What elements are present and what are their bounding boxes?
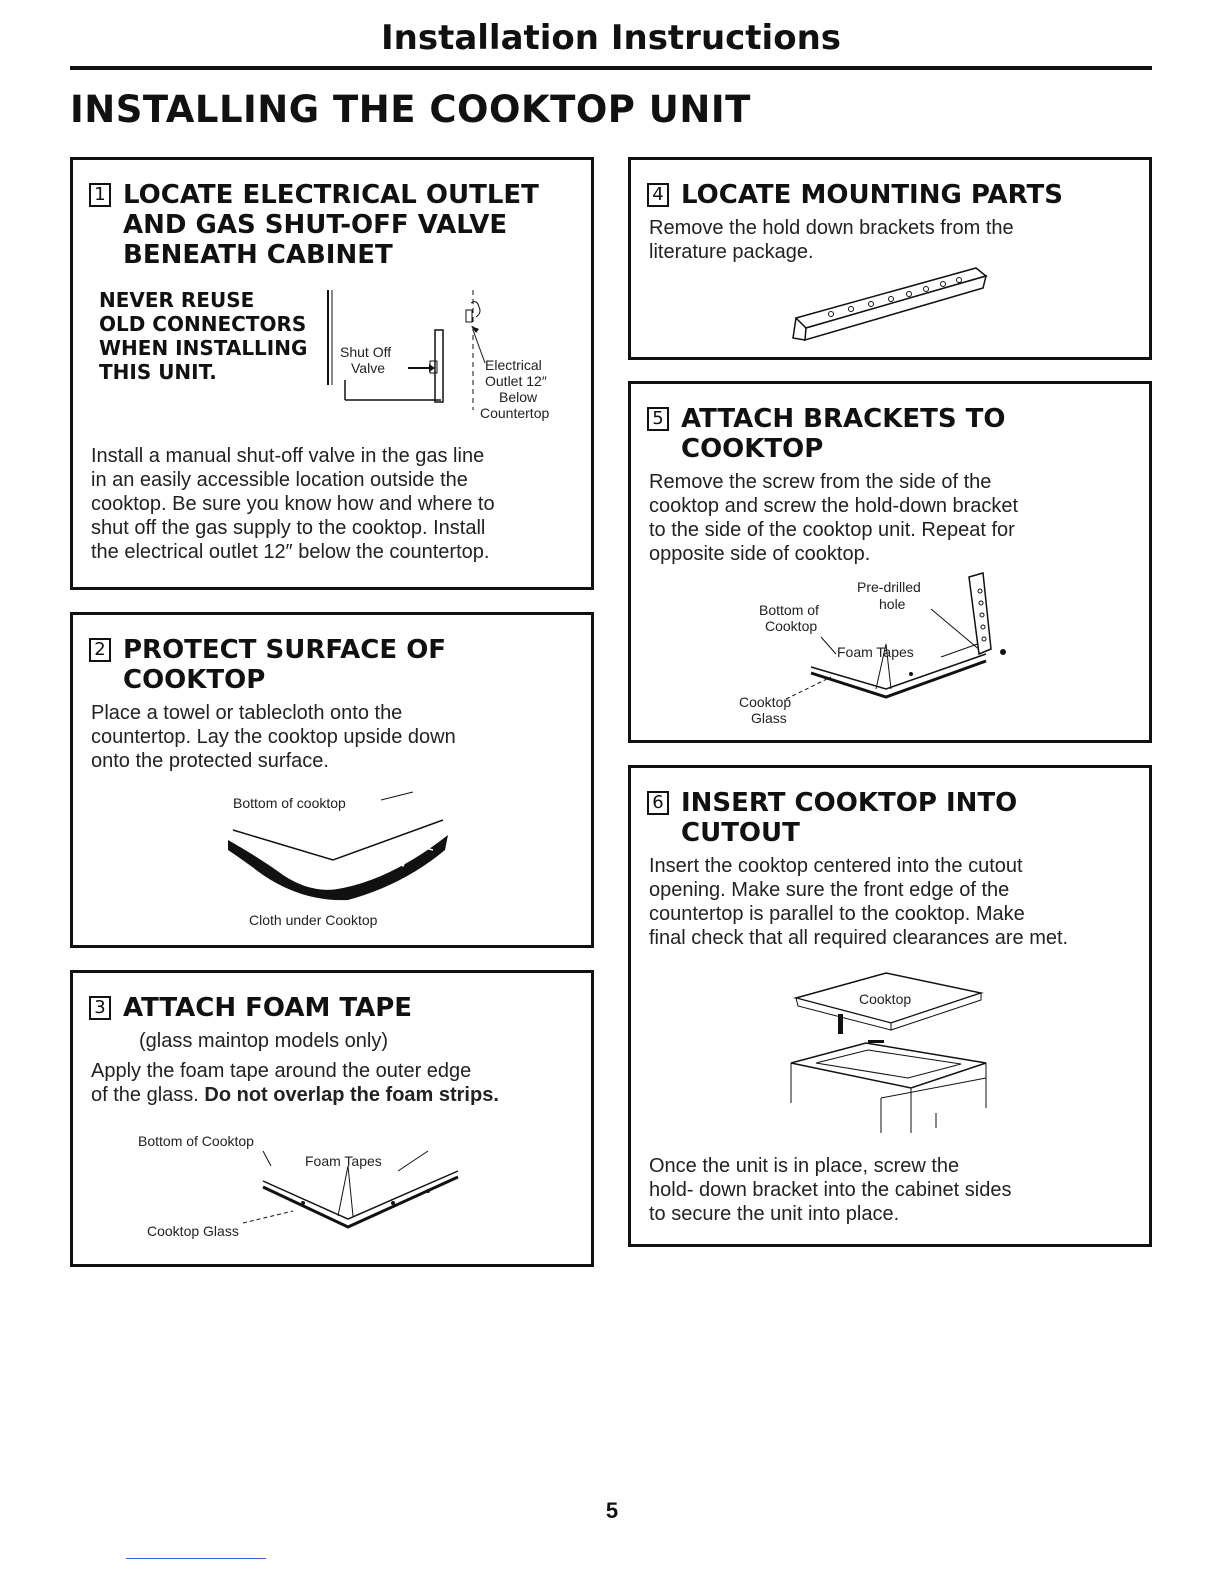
- body-line: to secure the unit into place.: [649, 1203, 900, 1225]
- step-3-title-line: ATTACH FOAM TAPE: [123, 993, 413, 1023]
- step-2-number: 2: [89, 638, 111, 662]
- body-line: countertop. Lay the cooktop upside down: [91, 726, 456, 748]
- footer-line: [126, 1558, 266, 1559]
- body-line: Insert the cooktop centered into the cut…: [649, 855, 1023, 877]
- body-line: shut off the gas supply to the cooktop. …: [91, 517, 486, 539]
- label-cooktop: Cooktop: [739, 694, 792, 710]
- label-cloth-under-cooktop: Cloth under Cooktop: [249, 912, 378, 928]
- label-bottom-of-cooktop: Bottom of cooktop: [233, 795, 346, 811]
- label-cooktop: Cooktop: [765, 618, 818, 634]
- cooktop-insert-diagram: [790, 972, 987, 1133]
- step-2-box: 2 PROTECT SURFACE OF COOKTOP Place a tow…: [70, 612, 594, 948]
- body-line: hold- down bracket into the cabinet side…: [649, 1179, 1012, 1201]
- step-3-box: 3 ATTACH FOAM TAPE (glass maintop models…: [70, 970, 594, 1267]
- step-4-box: 4 LOCATE MOUNTING PARTS Remove the hold …: [628, 157, 1152, 360]
- step-3-number: 3: [89, 996, 111, 1020]
- step-5-title-line: ATTACH BRACKETS TO: [681, 404, 1006, 434]
- step-6-closing: Once the unit is in place, screw the hol…: [649, 1154, 1011, 1226]
- page-number: 5: [605, 1498, 619, 1523]
- step-1-warning: NEVER REUSE OLD CONNECTORS WHEN INSTALLI…: [99, 288, 307, 384]
- step-6-box: 6 INSERT COOKTOP INTO CUTOUT Insert the …: [628, 765, 1152, 1247]
- body-line: cooktop and screw the hold-down bracket: [649, 495, 1019, 517]
- body-text-bold: Do not overlap the foam strips.: [204, 1084, 499, 1106]
- label-bottom-of-cooktop: Bottom of Cooktop: [138, 1133, 254, 1149]
- step-4-number: 4: [647, 183, 669, 207]
- body-line: cooktop. Be sure you know how and where …: [91, 493, 495, 515]
- label-shut-off: Shut Off: [340, 344, 392, 360]
- body-line: Apply the foam tape around the outer edg…: [91, 1060, 472, 1082]
- body-line: to the side of the cooktop unit. Repeat …: [649, 519, 1015, 541]
- step-3-subtitle: (glass maintop models only): [139, 1030, 388, 1052]
- bracket-attach-diagram: [785, 572, 1006, 700]
- page-heading: INSTALLING THE COOKTOP UNIT: [70, 88, 751, 131]
- shutoff-valve-diagram: [327, 290, 486, 410]
- foam-tape-diagram: [242, 1150, 459, 1229]
- label-below: Below: [499, 389, 538, 405]
- step-1-number: 1: [89, 183, 111, 207]
- label-cooktop: Cooktop: [859, 991, 912, 1007]
- step-5-number: 5: [647, 407, 669, 431]
- body-line: final check that all required clearances…: [649, 927, 1069, 949]
- label-glass: Glass: [751, 710, 787, 726]
- body-line: of the glass. Do not overlap the foam st…: [91, 1083, 499, 1107]
- step-6-title-line: CUTOUT: [681, 818, 800, 848]
- header-rule: [70, 66, 1152, 70]
- label-electrical: Electrical: [485, 357, 542, 373]
- body-line: onto the protected surface.: [91, 750, 329, 772]
- body-line: literature package.: [649, 241, 814, 263]
- step-5-box: 5 ATTACH BRACKETS TO COOKTOP Remove the …: [628, 381, 1152, 743]
- step-1-box: 1 LOCATE ELECTRICAL OUTLET AND GAS SHUT-…: [70, 157, 594, 590]
- step-1-title-line: LOCATE ELECTRICAL OUTLET: [123, 180, 539, 210]
- body-line: Install a manual shut-off valve in the g…: [91, 445, 485, 467]
- body-line: Remove the hold down brackets from the: [649, 217, 1014, 239]
- body-line: opposite side of cooktop.: [649, 543, 871, 565]
- step-1-title-line: AND GAS SHUT-OFF VALVE: [123, 210, 508, 240]
- body-line: Remove the screw from the side of the: [649, 471, 992, 493]
- step-5-body: Remove the screw from the side of the co…: [649, 470, 1018, 566]
- warning-line: WHEN INSTALLING: [99, 336, 308, 360]
- step-5-title: 5 ATTACH BRACKETS TO COOKTOP: [647, 404, 1005, 464]
- step-6-body: Insert the cooktop centered into the cut…: [649, 854, 1068, 950]
- step-2-title-line: PROTECT SURFACE OF: [123, 635, 447, 665]
- body-line: opening. Make sure the front edge of the: [649, 879, 1010, 901]
- body-line: Place a towel or tablecloth onto the: [91, 702, 403, 724]
- body-line: countertop is parallel to the cooktop. M…: [649, 903, 1025, 925]
- body-line: Once the unit is in place, screw the: [649, 1155, 960, 1177]
- label-pre-drilled: Pre-drilled: [857, 579, 921, 595]
- warning-line: OLD CONNECTORS: [99, 312, 307, 336]
- hold-down-bracket-icon: [792, 267, 988, 342]
- step-6-title-line: INSERT COOKTOP INTO: [681, 788, 1018, 818]
- step-4-body: Remove the hold down brackets from the l…: [649, 216, 1014, 264]
- label-valve: Valve: [351, 360, 385, 376]
- step-4-title-line: LOCATE MOUNTING PARTS: [681, 180, 1063, 210]
- step-6-title: 6 INSERT COOKTOP INTO CUTOUT: [647, 788, 1017, 848]
- body-text-plain: of the glass.: [91, 1084, 205, 1106]
- label-countertop: Countertop: [480, 405, 550, 421]
- step-2-body: Place a towel or tablecloth onto the cou…: [91, 701, 456, 773]
- step-1-title-line: BENEATH CABINET: [123, 240, 393, 270]
- body-line: in an easily accessible location outside…: [91, 469, 468, 491]
- label-foam-tapes: Foam Tapes: [305, 1153, 382, 1169]
- body-line: the electrical outlet 12″ below the coun…: [91, 541, 490, 563]
- cloth-cooktop-diagram: [228, 791, 448, 901]
- step-1-title: 1 LOCATE ELECTRICAL OUTLET AND GAS SHUT-…: [89, 180, 539, 270]
- label-foam-tapes: Foam Tapes: [837, 644, 914, 660]
- label-cooktop-glass: Cooktop Glass: [147, 1223, 239, 1239]
- warning-line: THIS UNIT.: [99, 360, 217, 384]
- step-6-number: 6: [647, 791, 669, 815]
- label-hole: hole: [879, 596, 906, 612]
- step-4-title: 4 LOCATE MOUNTING PARTS: [647, 180, 1063, 210]
- step-2-title-line: COOKTOP: [123, 665, 266, 695]
- step-1-body: Install a manual shut-off valve in the g…: [91, 444, 495, 564]
- warning-line: NEVER REUSE: [99, 288, 255, 312]
- step-3-title: 3 ATTACH FOAM TAPE: [89, 993, 412, 1023]
- header-title: Installation Instructions: [380, 18, 842, 58]
- label-bottom-of: Bottom of: [759, 602, 819, 618]
- label-outlet: Outlet 12″: [485, 373, 547, 389]
- step-5-title-line: COOKTOP: [681, 434, 824, 464]
- step-3-body: Apply the foam tape around the outer edg…: [91, 1059, 499, 1107]
- step-2-title: 2 PROTECT SURFACE OF COOKTOP: [89, 635, 446, 695]
